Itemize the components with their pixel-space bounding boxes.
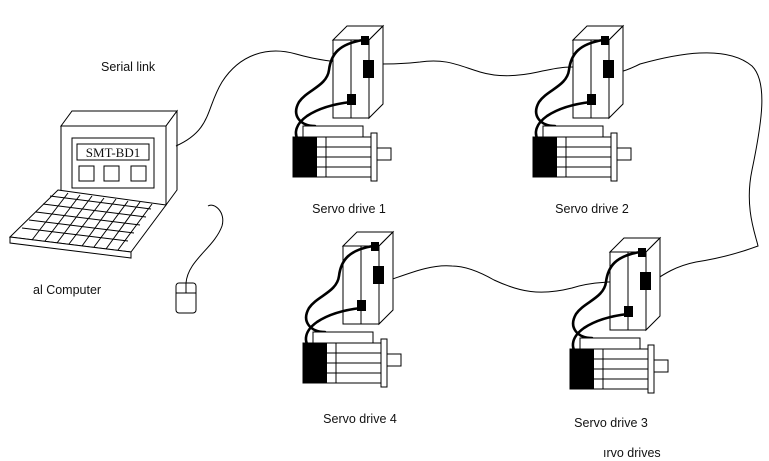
servo-drive-1: Servo drive 1 [291, 24, 393, 216]
servo-drive-3: Servo drive 3 [568, 236, 670, 430]
servo-drive-4: Servo drive 4 [301, 230, 403, 426]
monitor-side [165, 109, 178, 207]
screen-label-box [76, 143, 150, 161]
computer-label: al Computer [33, 283, 101, 297]
mouse-cable [185, 204, 224, 284]
servo-drive-4-label: Servo drive 4 [323, 412, 397, 426]
serial-link-label: Serial link [101, 60, 156, 74]
keyboard [8, 189, 167, 259]
screen-text: SMT-BD1 [86, 145, 140, 160]
screen-icon-3 [130, 165, 147, 182]
servo-drive-2: Servo drive 2 [531, 24, 633, 216]
screen-icon-1 [78, 165, 95, 182]
servo-drive-2-label: Servo drive 2 [555, 202, 629, 216]
servo-drive-1-label: Servo drive 1 [312, 202, 386, 216]
monitor-top [60, 110, 178, 127]
servo-drive-3-label: Servo drive 3 [574, 416, 648, 430]
screen-icon-2 [103, 165, 120, 182]
caption-label: ırvo drives [603, 446, 661, 460]
serial-link-cable [175, 50, 763, 293]
computer: SMT-BD1 [8, 109, 224, 314]
